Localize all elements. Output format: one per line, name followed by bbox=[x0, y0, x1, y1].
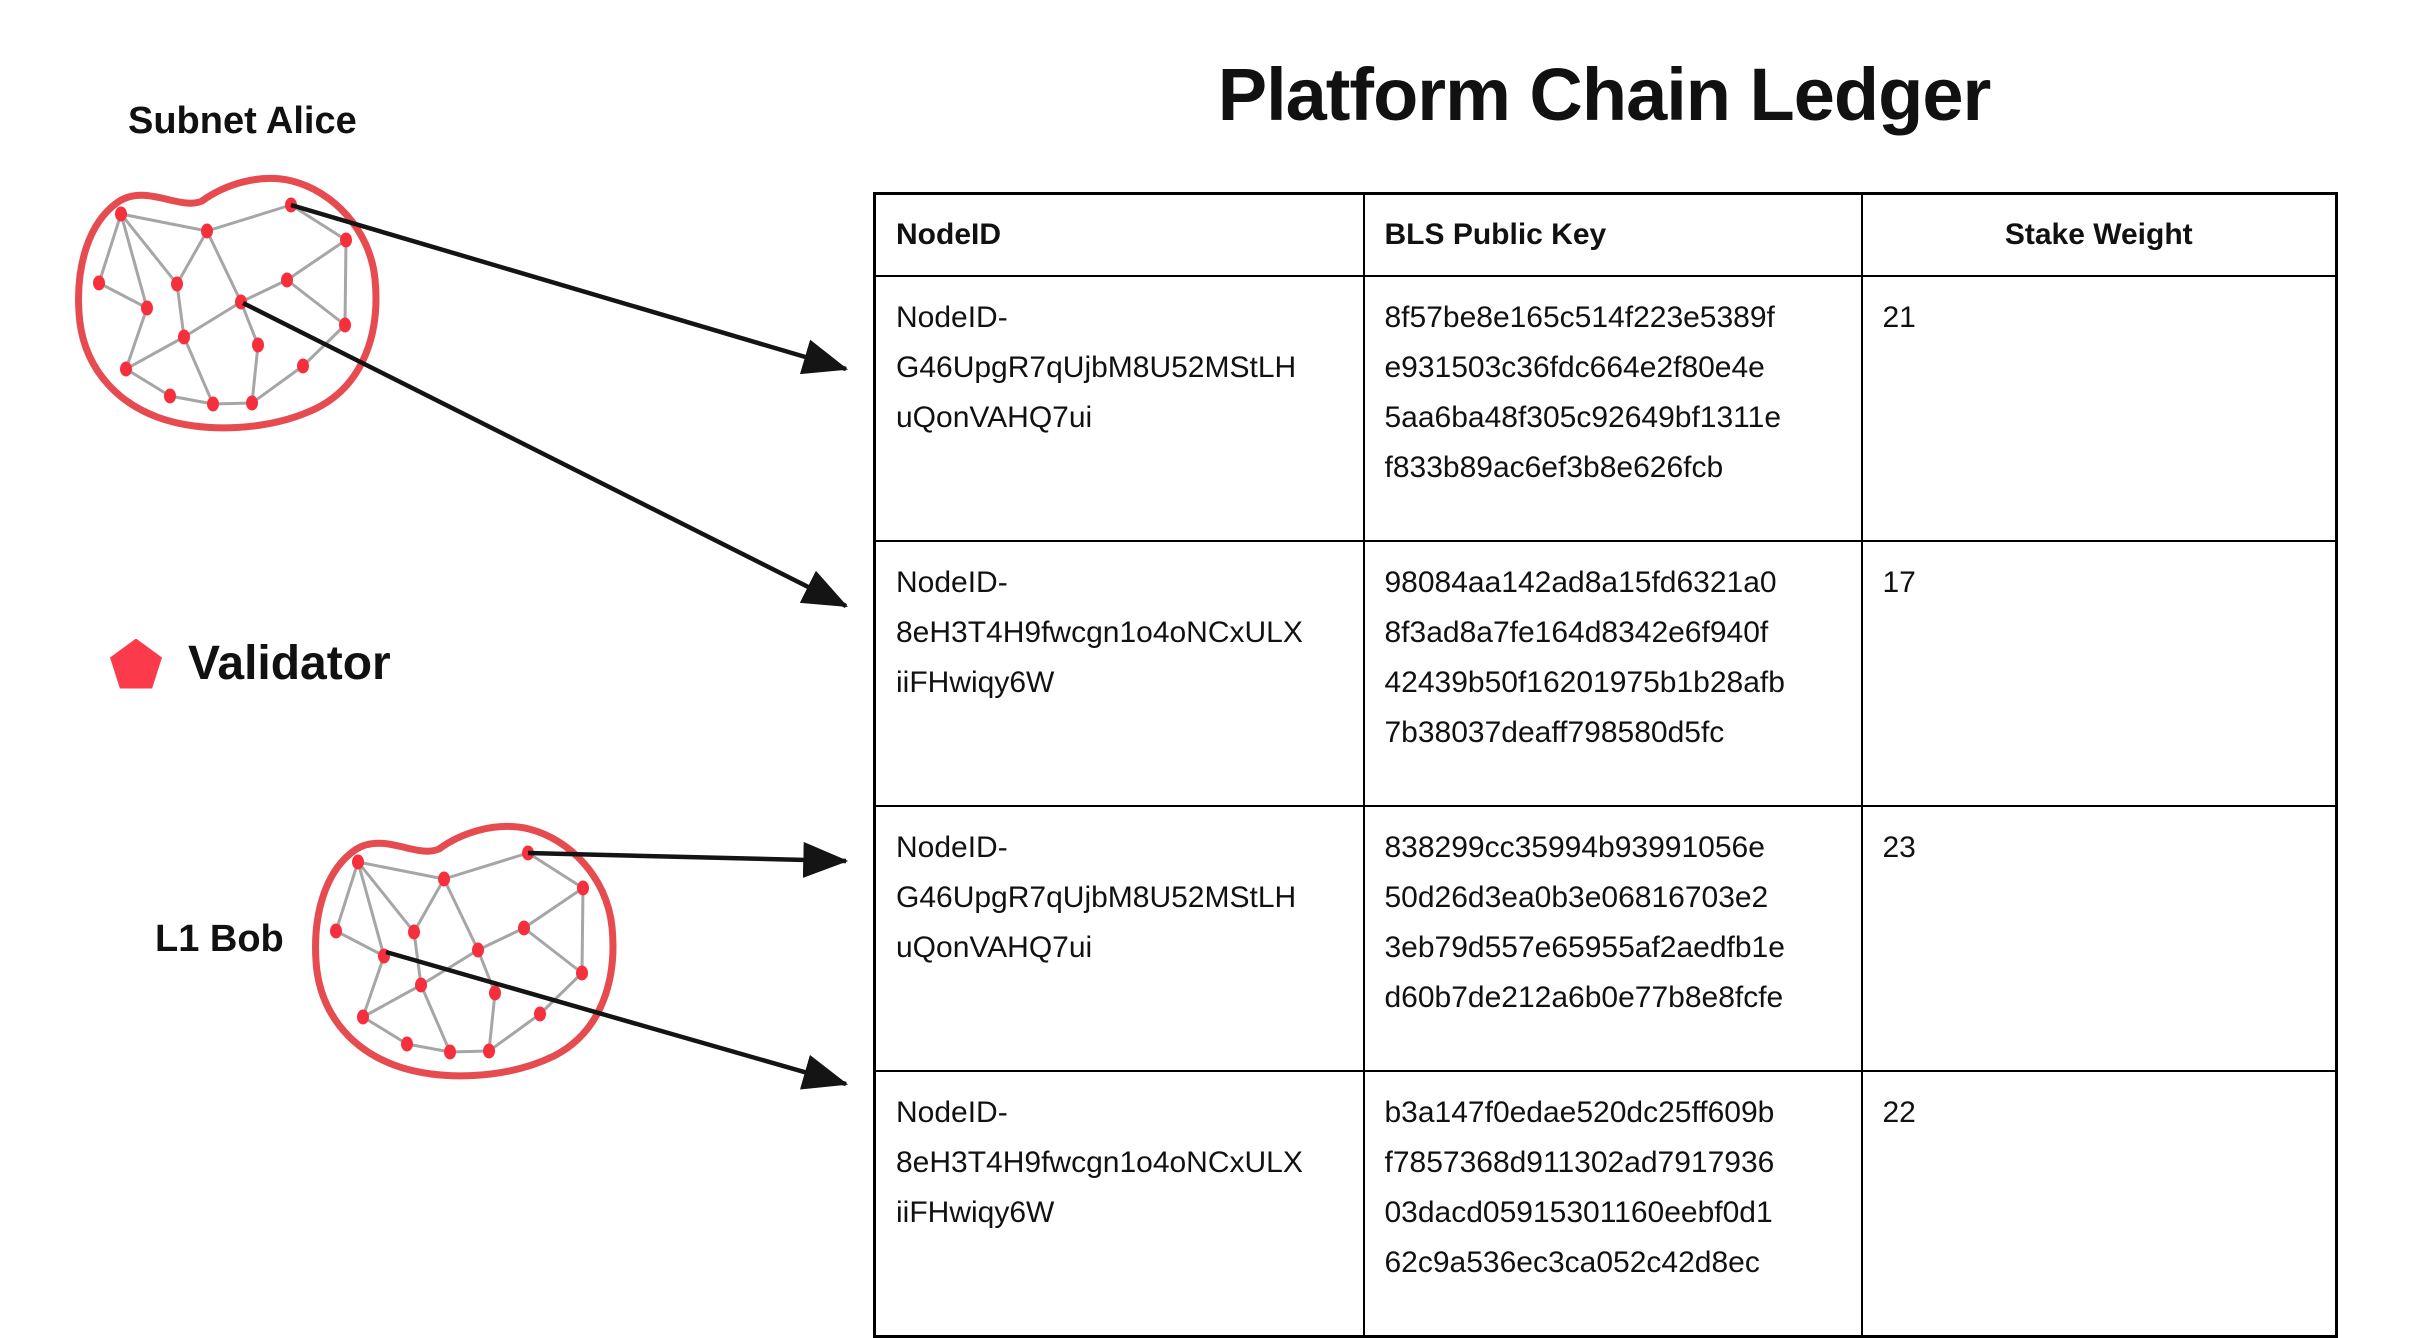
page-title: Platform Chain Ledger bbox=[1217, 53, 1992, 136]
validator-legend-label: Validator bbox=[188, 637, 391, 690]
row3-bls-public-key: 838299cc35994b93991056e 50d26d3ea0b3e068… bbox=[1362, 805, 1863, 1072]
header-stake-weight: Stake Weight bbox=[1860, 192, 2338, 277]
header-bls-public-key: BLS Public Key bbox=[1362, 192, 1863, 277]
ledger-header-row: NodeID BLS Public Key Stake Weight bbox=[873, 192, 2338, 277]
ledger-row-3: NodeID- G46UpgR7qUjbM8U52MStLH uQonVAHQ7… bbox=[873, 805, 2338, 1072]
row2-bls-public-key: 98084aa142ad8a15fd6321a0 8f3ad8a7fe164d8… bbox=[1362, 540, 1863, 807]
validator-legend: Validator bbox=[110, 636, 391, 691]
subnet-alice-network bbox=[74, 161, 384, 439]
ledger-row-2: NodeID- 8eH3T4H9fwcgn1o4oNCxULX iiFHwiqy… bbox=[873, 540, 2338, 807]
row4-node-id: NodeID- 8eH3T4H9fwcgn1o4oNCxULX iiFHwiqy… bbox=[873, 1070, 1365, 1338]
row3-node-id: NodeID- G46UpgR7qUjbM8U52MStLH uQonVAHQ7… bbox=[873, 805, 1365, 1072]
row2-stake-weight: 17 bbox=[1860, 540, 2338, 807]
ledger-row-4: NodeID- 8eH3T4H9fwcgn1o4oNCxULX iiFHwiqy… bbox=[873, 1070, 2338, 1338]
subnet-alice-label: Subnet Alice bbox=[128, 100, 357, 142]
platform-chain-ledger-table: NodeID BLS Public Key Stake Weight NodeI… bbox=[873, 192, 2338, 1338]
l1-bob-network bbox=[311, 809, 621, 1087]
l1-bob-label: L1 Bob bbox=[155, 918, 284, 960]
row3-stake-weight: 23 bbox=[1860, 805, 2338, 1072]
row2-node-id: NodeID- 8eH3T4H9fwcgn1o4oNCxULX iiFHwiqy… bbox=[873, 540, 1365, 807]
ledger-row-1: NodeID- G46UpgR7qUjbM8U52MStLH uQonVAHQ7… bbox=[873, 275, 2338, 542]
row1-node-id: NodeID- G46UpgR7qUjbM8U52MStLH uQonVAHQ7… bbox=[873, 275, 1365, 542]
row1-stake-weight: 21 bbox=[1860, 275, 2338, 542]
row4-bls-public-key: b3a147f0edae520dc25ff609b f7857368d91130… bbox=[1362, 1070, 1863, 1338]
row1-bls-public-key: 8f57be8e165c514f223e5389f e931503c36fdc6… bbox=[1362, 275, 1863, 542]
header-nodeid: NodeID bbox=[873, 192, 1365, 277]
row4-stake-weight: 22 bbox=[1860, 1070, 2338, 1338]
pentagon-icon bbox=[110, 638, 162, 689]
